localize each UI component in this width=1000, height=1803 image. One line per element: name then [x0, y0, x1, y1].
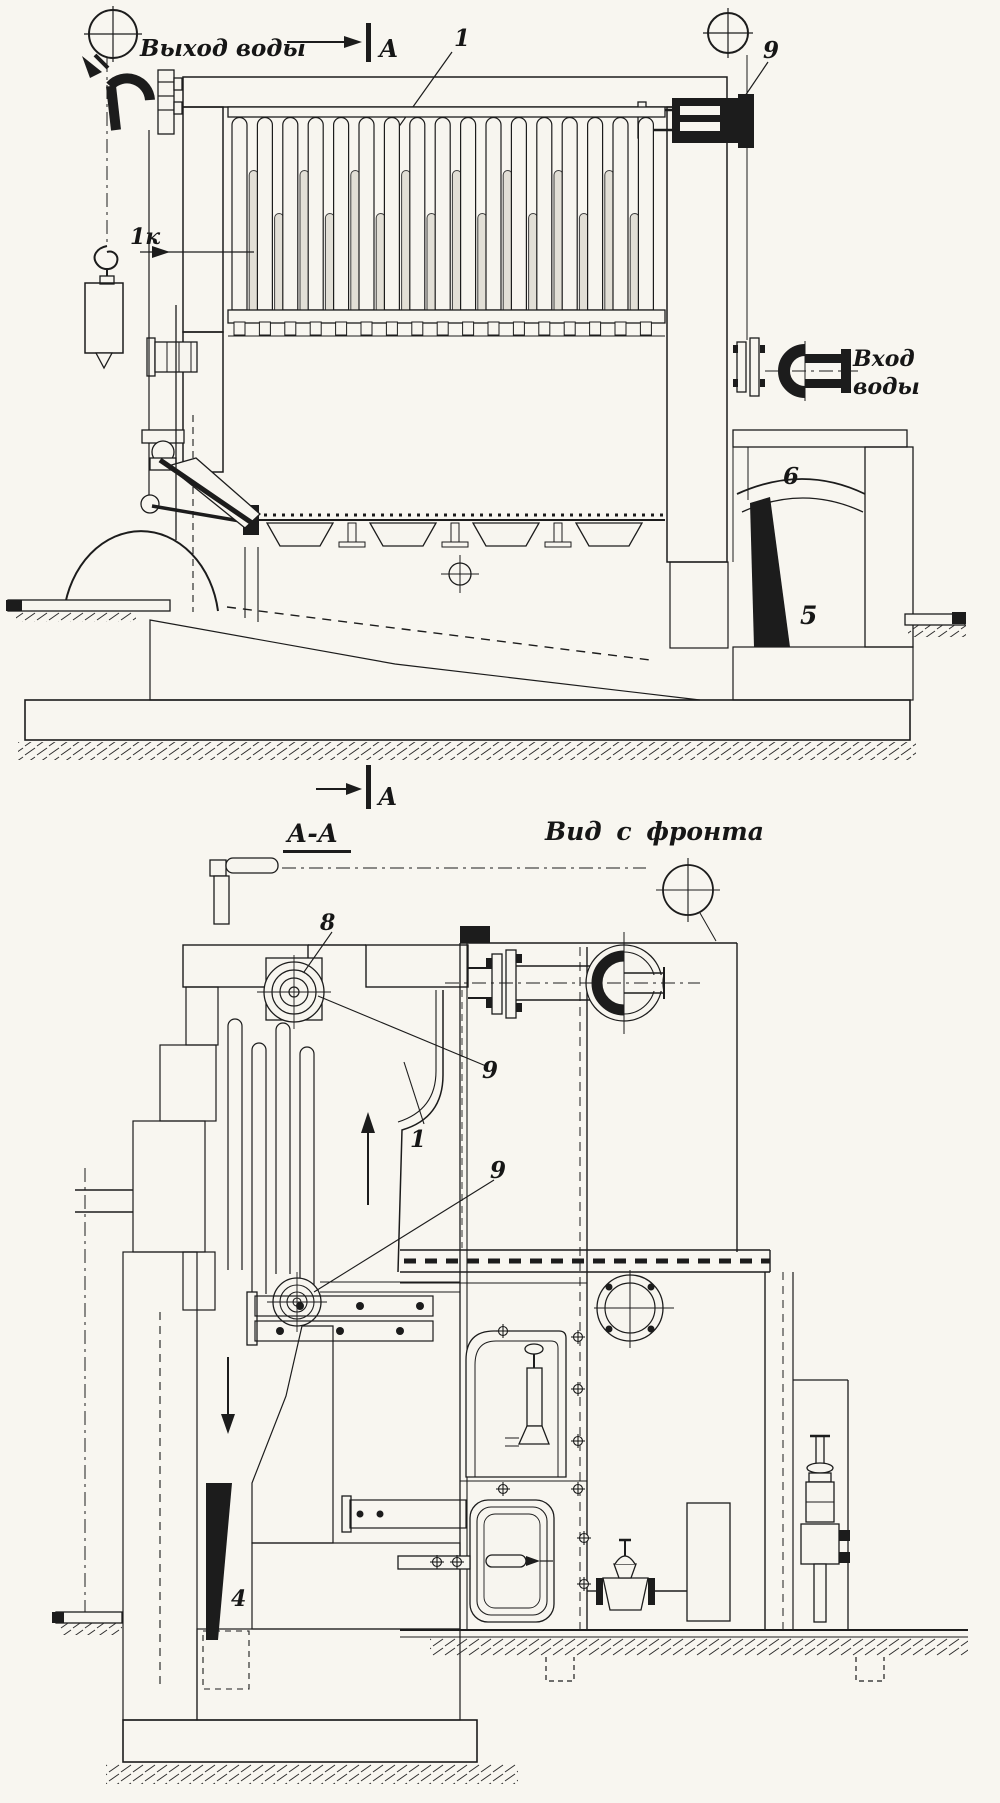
leader-part-9-low: [313, 1179, 495, 1293]
foundation: [18, 606, 916, 760]
section-view-title: А-А: [285, 819, 338, 848]
part-label-1k: 1к: [130, 224, 160, 250]
section-marker-bottom: [316, 765, 371, 809]
front-ground: [400, 1629, 968, 1682]
datum-crosshair-icon: [656, 858, 720, 942]
part-label-1-mid: 1: [410, 1126, 426, 1153]
datum-crosshair-icon: [703, 8, 753, 58]
section-letter-bottom: А: [376, 782, 398, 811]
callout-1k: [140, 246, 254, 258]
aa-grate-band: [246, 1291, 434, 1346]
fire-door: [460, 1330, 587, 1482]
front-outlet-pipe: [445, 932, 700, 1034]
section-marker-top: [287, 23, 371, 62]
part-label-9-top: 9: [763, 37, 779, 64]
cross-section-a-a: А-А 8: [52, 819, 646, 1784]
part-label-1: 1: [454, 25, 470, 52]
part-label-9-low: 9: [490, 1157, 506, 1184]
down-flue-channel: [206, 1357, 235, 1640]
part-label-9-mid: 9: [482, 1057, 498, 1084]
water-inlet-pipe: [733, 337, 858, 401]
longitudinal-section-view: Выход воды А 1: [6, 6, 966, 760]
ash-door: [469, 1499, 555, 1623]
lower-roller: [267, 1272, 460, 1332]
manhole: [594, 1270, 674, 1348]
aa-section-profile: [361, 990, 463, 1273]
drain-valve: [800, 1434, 850, 1623]
water-outlet-pipe: [82, 53, 183, 135]
front-rail: [400, 1249, 771, 1284]
aa-left-details: [52, 1168, 133, 1635]
water-inlet-label-1: Вход: [852, 346, 915, 372]
front-view-title: Вид с фронта: [544, 817, 764, 846]
part-label-6: 6: [783, 463, 799, 490]
left-platform: [6, 599, 171, 622]
front-hood: [63, 305, 261, 612]
part-label-5: 5: [800, 601, 817, 630]
datum-crosshair-icon: [84, 6, 142, 62]
part-label-4: 4: [231, 1586, 246, 1612]
water-inlet-label-2: воды: [853, 374, 920, 400]
front-fittings: [140, 130, 247, 524]
upper-roller: [257, 955, 331, 1029]
leader-part-8: [303, 931, 333, 973]
right-frame: [686, 1272, 849, 1630]
grate-bar-bundle: [341, 1495, 471, 1570]
front-panel: [459, 926, 738, 1630]
hand-lever: [209, 857, 279, 925]
part-label-8: 8: [319, 910, 335, 936]
leader-part-9-top: [744, 61, 769, 97]
leader-part-9-mid: [317, 995, 487, 1067]
tube-bank: [227, 106, 666, 337]
counterweight: [84, 58, 124, 370]
section-letter-top: А: [377, 34, 399, 63]
leader-part-1-mid: [403, 1061, 425, 1125]
aa-insulation-masonry: [196, 1325, 461, 1721]
water-outlet-label: Выход воды: [139, 35, 306, 62]
aa-foundation: [106, 1719, 518, 1784]
globe-valve: [587, 1538, 687, 1611]
front-view: Вид с фронта: [341, 817, 968, 1682]
right-platform: [904, 612, 966, 637]
